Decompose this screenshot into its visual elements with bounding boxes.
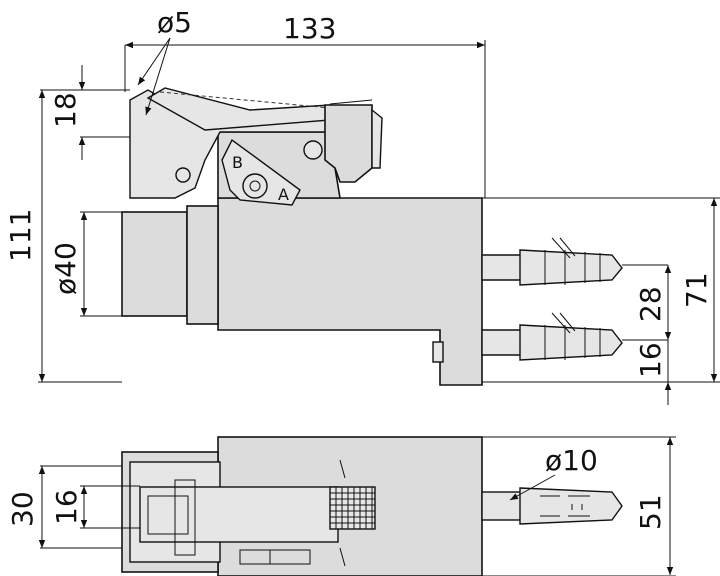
wall-plug-lower — [481, 312, 623, 361]
label-b: B — [232, 153, 243, 172]
top-view — [121, 436, 623, 576]
lock-pin — [303, 140, 323, 160]
dim-dia10: ø10 — [545, 444, 598, 477]
label-a: A — [278, 185, 289, 204]
dim-dia5: ø5 — [157, 6, 192, 39]
wall-plug-upper — [481, 237, 623, 286]
side-dimensions: 133 ø5 18 111 ø40 28 16 71 — [4, 6, 720, 405]
dim-16-top: 16 — [50, 489, 83, 525]
top-dimensions: 30 16 ø10 51 — [6, 436, 676, 576]
cylinder-outer — [121, 211, 188, 317]
grip-pattern — [329, 486, 376, 530]
dim-111: 111 — [4, 209, 37, 262]
dim-18: 18 — [49, 92, 82, 128]
latch-plate — [221, 138, 301, 206]
dim-16-side: 16 — [634, 342, 667, 378]
dim-30: 30 — [6, 491, 39, 527]
dim-dia40: ø40 — [49, 242, 82, 295]
hinge-pin — [175, 167, 191, 183]
side-view: B A — [121, 87, 623, 386]
dim-71: 71 — [680, 272, 713, 308]
bottom-tab — [432, 341, 444, 363]
cylinder-inner — [186, 205, 219, 325]
dim-51: 51 — [634, 494, 667, 530]
latch-knob — [242, 173, 268, 199]
dim-133: 133 — [283, 12, 336, 45]
dim-28: 28 — [634, 286, 667, 322]
wall-plug-top — [481, 487, 623, 525]
